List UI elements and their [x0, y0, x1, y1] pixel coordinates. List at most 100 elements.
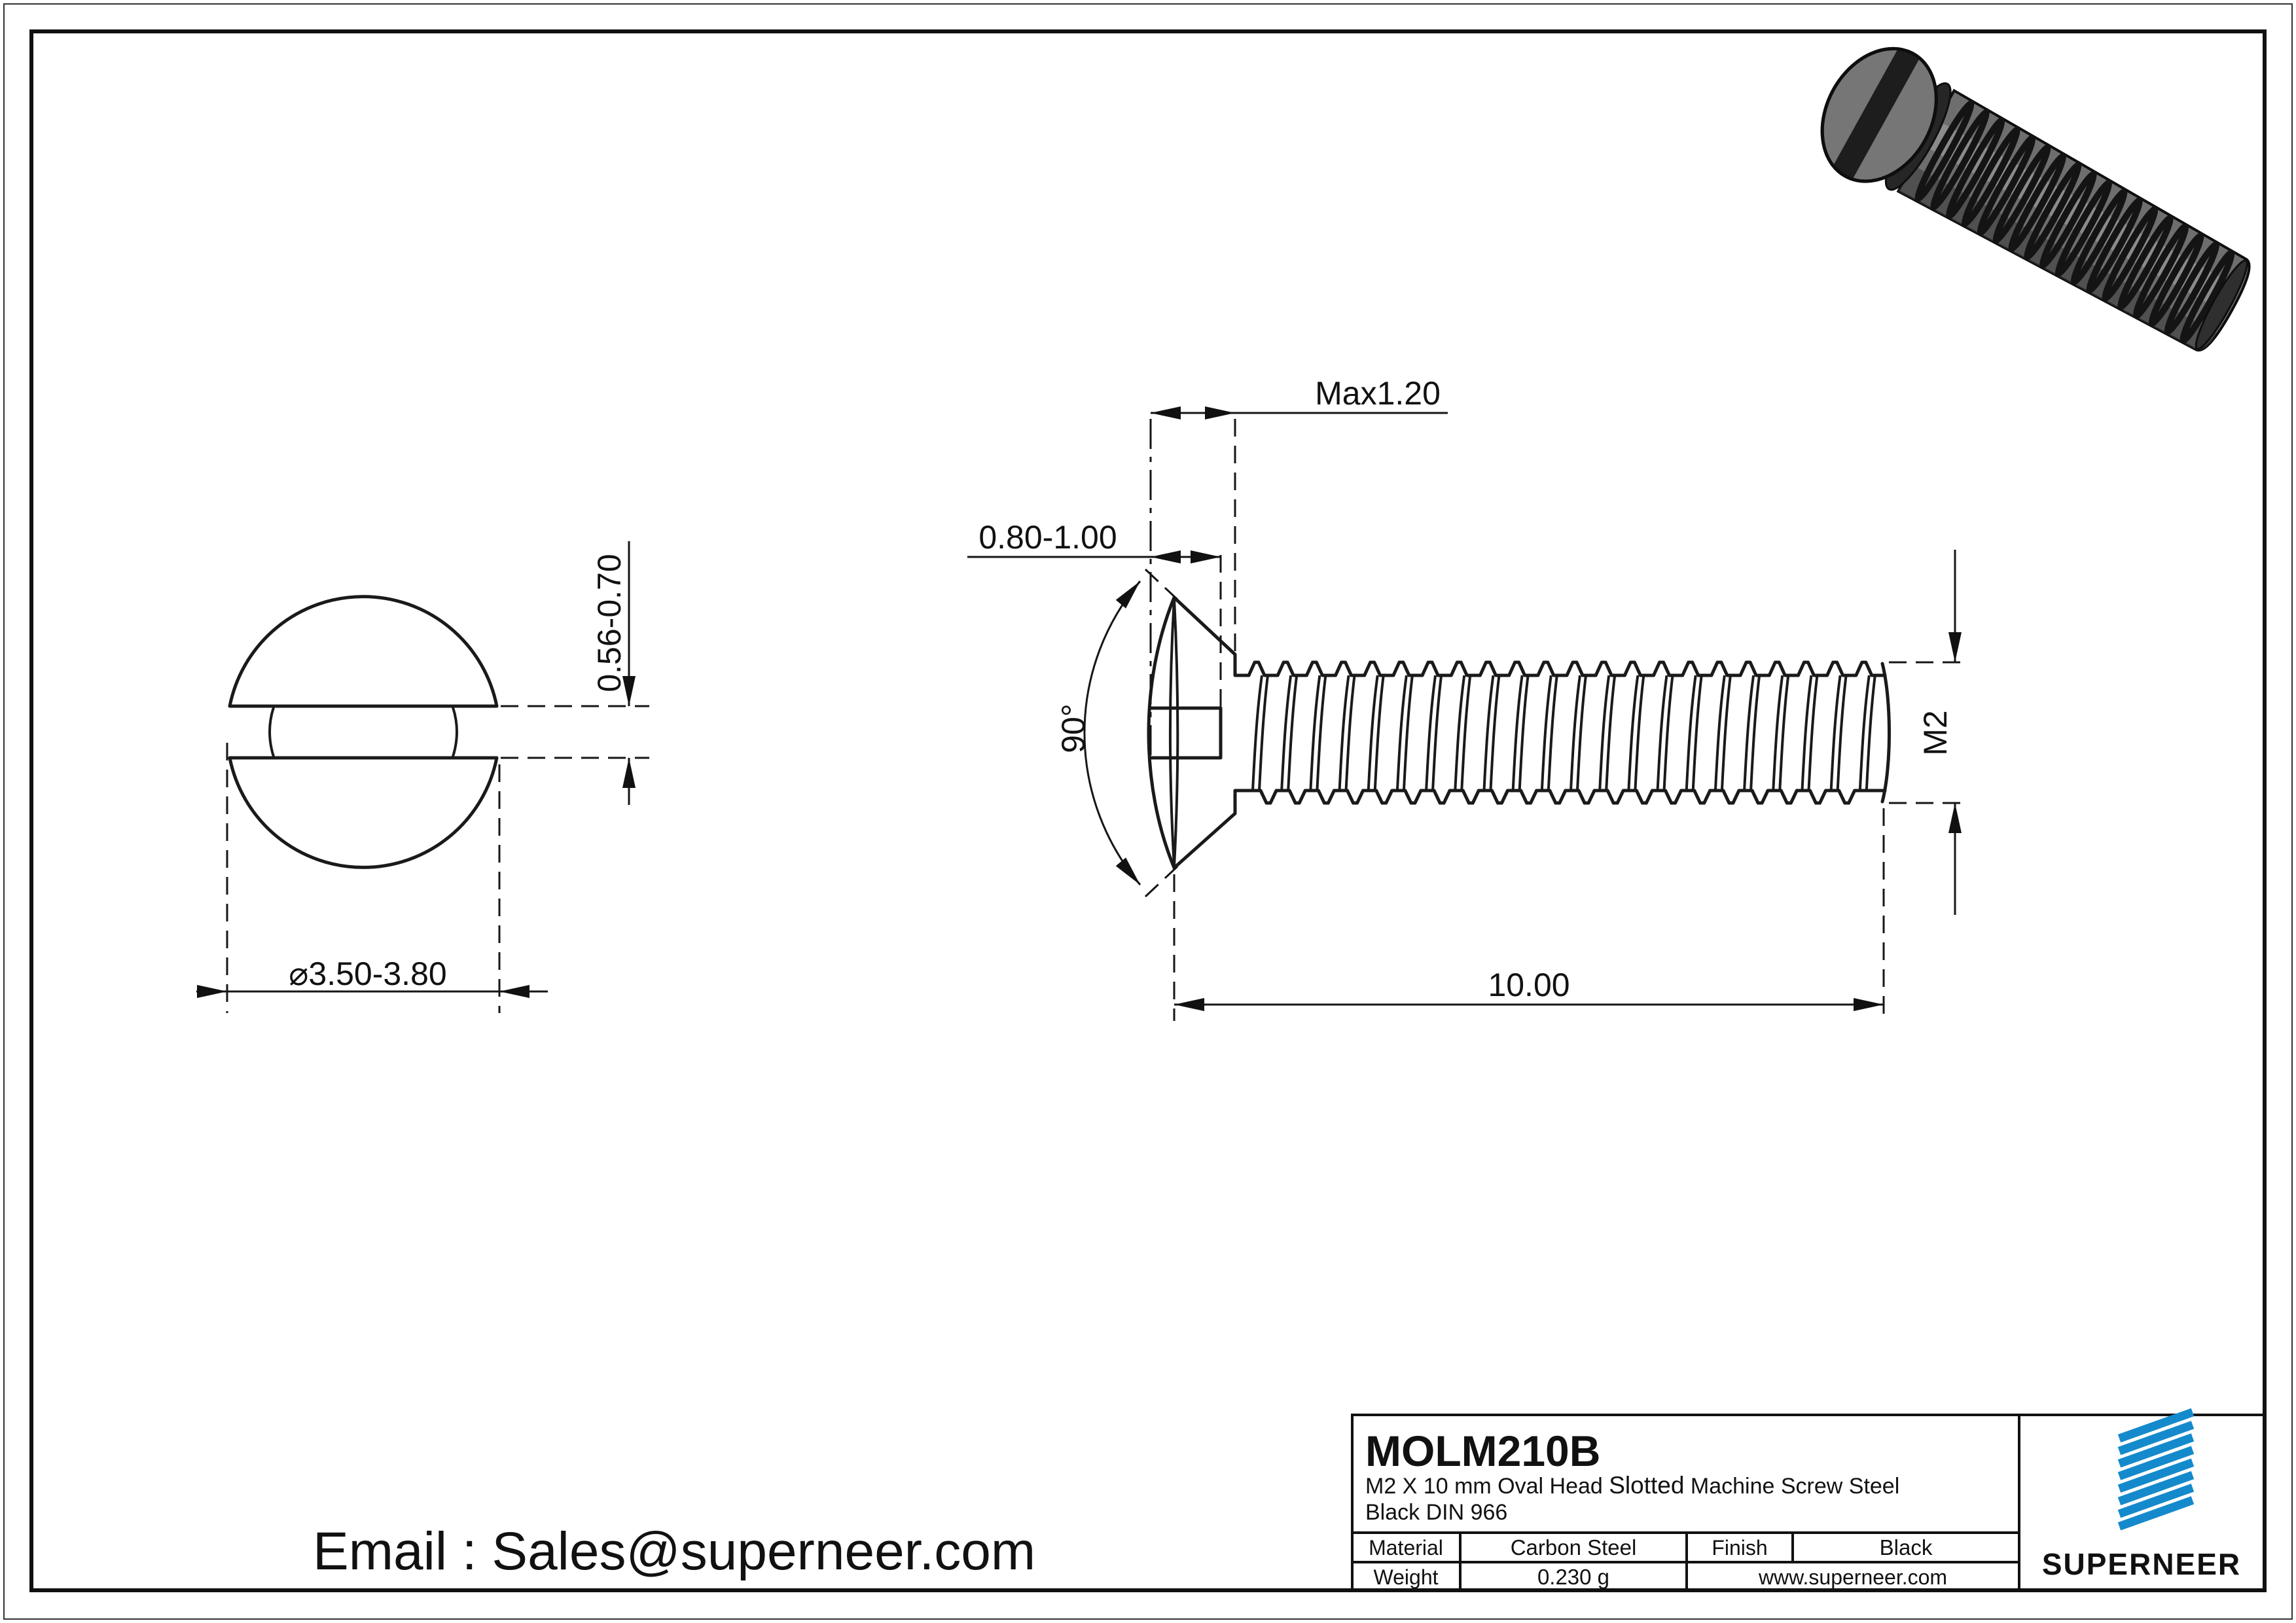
thread-flank-line: [1373, 675, 1385, 791]
logo-stripe: [2117, 1433, 2195, 1468]
part-description-line1: M2 X 10 mm Oval Head Slotted Machine Scr…: [1365, 1472, 1899, 1499]
screw-3d-ring: [2148, 232, 2205, 327]
brand-name: SUPERNEER: [2042, 1547, 2241, 1581]
thread-flank-line: [1656, 675, 1668, 791]
screw-3d-ring: [2101, 205, 2159, 302]
thread-flank-line: [1280, 675, 1293, 791]
screw-3d-ring: [2132, 223, 2189, 319]
material-label: Material: [1369, 1536, 1443, 1560]
head-diameter-dimension: ⌀3.50-3.80: [196, 743, 548, 1013]
thread-flank-line: [1685, 675, 1697, 791]
superneer-logo-icon: [2117, 1408, 2195, 1531]
material-value: Carbon Steel: [1511, 1535, 1637, 1560]
screw-3d-ring: [2179, 249, 2236, 344]
thread-flank-line: [1489, 675, 1501, 791]
thread-end-cap: [1880, 662, 1891, 804]
cone-angle-label: 90°: [1055, 704, 1092, 753]
front-slot-left-arc: [268, 707, 275, 757]
screw-3d-ring: [2117, 214, 2174, 311]
logo-stripe: [2117, 1421, 2195, 1455]
thread-flank-line: [1454, 675, 1466, 791]
screw-3d-ring: [2070, 188, 2128, 286]
thread-flank-line: [1627, 675, 1640, 791]
thread-flank-line: [1460, 675, 1472, 791]
head-diameter-dim-label: ⌀3.50-3.80: [289, 955, 446, 992]
thread-flank-line: [1431, 675, 1443, 791]
screw-3d-ring: [2023, 161, 2083, 261]
thread-flank-line: [1829, 675, 1842, 791]
thread-flank-line: [1634, 675, 1645, 791]
side-head-slot-line-right: [1173, 598, 1179, 867]
side-head-cone-top: [1172, 596, 1251, 677]
part-number: MOLM210B: [1365, 1427, 1600, 1475]
front-head-bottom-segment: [228, 756, 499, 869]
thread-flank-line: [1338, 675, 1350, 791]
description-slotted: Slotted: [1609, 1472, 1684, 1499]
thread-profile: [1235, 660, 1887, 805]
weight-value: 0.230 g: [1537, 1565, 1609, 1589]
contact-email: Email : Sales@superneer.com: [313, 1522, 1035, 1581]
thread-flank-line: [1778, 675, 1790, 791]
cone-angle-dimension: 90°: [1055, 568, 1179, 898]
thread-flank-line: [1749, 675, 1761, 791]
thread-size-label: M2: [1917, 710, 1954, 755]
screw-3d-ring: [1929, 108, 1990, 211]
side-view: Max1.20 0.80-1.00 90° M2: [967, 375, 1967, 1021]
finish-label: Finish: [1712, 1536, 1767, 1560]
thread-flank-line: [1605, 675, 1617, 791]
max-head-height-dimension: Max1.20: [1149, 375, 1448, 772]
logo-stripe: [2117, 1408, 2195, 1443]
website-link[interactable]: www.superneer.com: [1758, 1565, 1947, 1589]
thread-flank-line: [1713, 675, 1726, 791]
cone-height-dimension: 0.80-1.00: [967, 519, 1222, 708]
logo-stripe: [2117, 1446, 2195, 1480]
screw-length-dimension: 10.00: [1173, 808, 1885, 1021]
slot-width-dim-label: 0.56-0.70: [591, 554, 628, 692]
thread-flank-line: [1547, 675, 1558, 791]
thread-flank-line: [1598, 675, 1611, 791]
thread-flank-line: [1344, 675, 1356, 791]
thread-flank-line: [1691, 675, 1703, 791]
screw-3d-tip: [2195, 259, 2248, 350]
thread-flank-line: [1258, 675, 1269, 791]
slot-width-dimension: 0.56-0.70: [501, 541, 649, 805]
screw-3d-ring: [1961, 126, 2021, 228]
thread-size-dimension: M2: [1889, 550, 1967, 915]
thread-flank-line: [1251, 675, 1263, 791]
title-block: MOLM210B M2 X 10 mm Oval Head Slotted Ma…: [1351, 1408, 2266, 1592]
thread-flank-line: [1425, 675, 1437, 791]
thread-flank-line: [1801, 675, 1813, 791]
thread-flank-line: [1570, 675, 1581, 791]
page-border-outer: [3, 3, 2293, 1620]
thread-flank-line: [1287, 675, 1299, 791]
front-slot-right-arc: [452, 707, 458, 757]
thread-flank-line: [1858, 675, 1871, 791]
screw-3d-ring: [2085, 196, 2144, 294]
screw-3d-thread-rings: [1914, 99, 2236, 344]
thread-flank-line: [1518, 675, 1530, 791]
thread-flank-line: [1743, 675, 1755, 791]
thread-flank-line: [1316, 675, 1327, 791]
thread-flank-line: [1772, 675, 1784, 791]
thread-top-crests: [1235, 660, 1887, 677]
thread-bottom-crests: [1235, 789, 1887, 805]
screw-3d-head-outline: [1820, 46, 1938, 183]
screw-3d-ring: [2054, 179, 2113, 277]
side-head-slot-line-left: [1169, 598, 1175, 867]
screw-3d-slot: [1829, 43, 1922, 185]
logo-stripe: [2117, 1484, 2195, 1518]
thread-flank-line: [1576, 675, 1587, 791]
thread-flank-line: [1865, 675, 1876, 791]
screw-3d-ring: [2039, 170, 2098, 270]
page-border-inner: [29, 29, 2267, 1592]
description-post: Machine Screw Steel: [1684, 1474, 1899, 1499]
part-description-line2: Black DIN 966: [1365, 1500, 1507, 1525]
side-head-cone-bottom: [1172, 789, 1251, 870]
description-pre: M2 X 10 mm Oval Head: [1365, 1474, 1609, 1499]
cone-height-label: 0.80-1.00: [978, 519, 1117, 556]
front-view: 0.56-0.70 ⌀3.50-3.80: [196, 541, 649, 1013]
side-head-dome: [1147, 596, 1176, 870]
screw-3d-ring: [1914, 99, 1975, 203]
screw-3d-render: [1820, 43, 2251, 360]
